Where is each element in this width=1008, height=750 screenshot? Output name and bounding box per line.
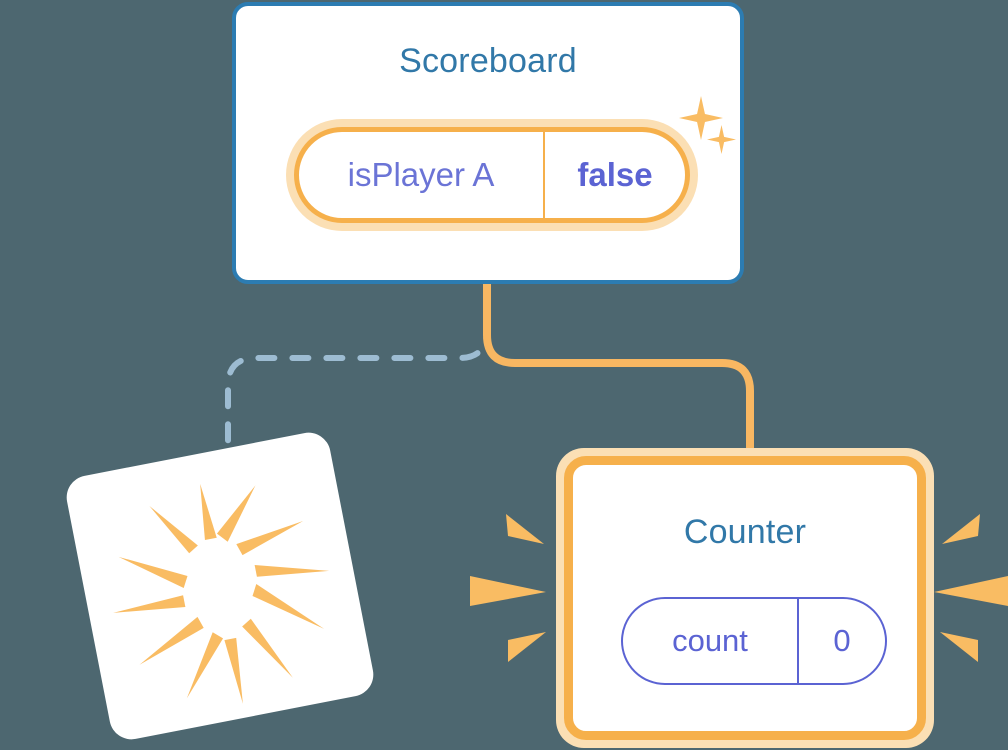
counter-state-pill[interactable]: count 0 (621, 597, 887, 685)
node-card-counter[interactable]: Counter count 0 (556, 448, 934, 748)
scoreboard-state-value: false (577, 156, 653, 193)
scoreboard-state-pill[interactable]: isPlayer A false (286, 119, 698, 231)
counter-flash-rays-left-icon (470, 514, 546, 662)
connector-scoreboard-to-counter (483, 280, 754, 460)
counter-state-key: count (623, 599, 799, 683)
node-card-flashing[interactable] (62, 428, 378, 744)
scoreboard-title: Scoreboard (399, 42, 577, 80)
counter-flash-rays-right-icon (934, 514, 1008, 662)
counter-title: Counter (683, 513, 807, 551)
scoreboard-state-pill-inner: isPlayer A false (294, 127, 690, 223)
counter-card-inner: Counter count 0 (564, 456, 926, 740)
scoreboard-state-key: isPlayer A (299, 132, 545, 218)
flash-burst-icon (113, 483, 330, 704)
counter-state-value: 0 (833, 623, 851, 658)
node-card-scoreboard[interactable]: Scoreboard isPlayer A false (232, 2, 744, 284)
